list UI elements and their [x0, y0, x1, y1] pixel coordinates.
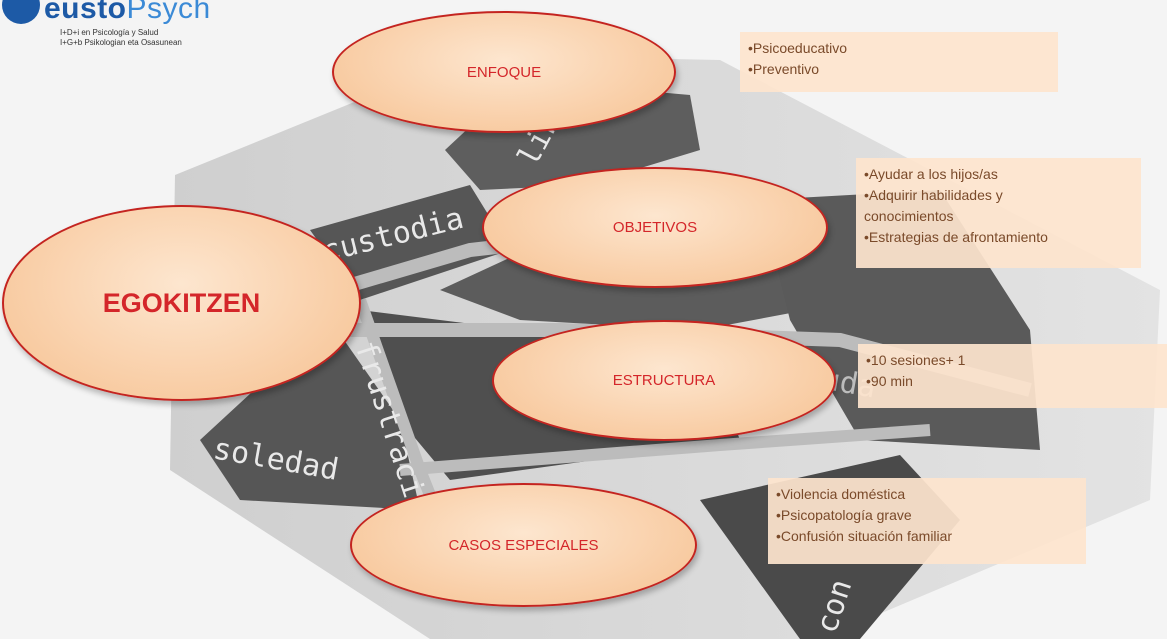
list-item: •Preventivo — [748, 61, 820, 77]
node-objetivos: OBJETIVOS — [482, 167, 828, 288]
node-enfoque: ENFOQUE — [332, 11, 676, 133]
node-estructura: ESTRUCTURA — [492, 320, 836, 441]
logo-mark-icon — [2, 0, 40, 24]
list-item: conocimientos — [864, 208, 954, 224]
list-item: •90 min — [866, 373, 913, 389]
center-node-egokitzen: EGOKITZEN — [2, 205, 361, 401]
node-label-enfoque: ENFOQUE — [466, 63, 542, 81]
info-box-estructura: •10 sesiones+ 1 •90 min — [858, 344, 1167, 408]
node-label-casos-especiales: CASOS ESPECIALES — [448, 536, 599, 554]
info-box-casos-especiales: •Violencia doméstica •Psicopatología gra… — [768, 478, 1086, 564]
deustopsych-logo: eustoPsych I+D+i en Psicología y Salud I… — [0, 0, 270, 48]
logo-name: eustoPsych — [44, 0, 211, 25]
list-item: •Psicoeducativo — [748, 40, 848, 56]
node-label-estructura: ESTRUCTURA — [612, 372, 716, 389]
node-label-objetivos: OBJETIVOS — [612, 219, 698, 236]
list-item: •Ayudar a los hijos/as — [864, 166, 998, 182]
center-label: EGOKITZEN — [102, 287, 261, 318]
list-item: •Adquirir habilidades y — [864, 187, 1003, 203]
list-item: •10 sesiones+ 1 — [866, 352, 966, 368]
list-item: •Confusión situación familiar — [776, 528, 953, 544]
list-item: •Estrategias de afrontamiento — [864, 229, 1048, 245]
info-box-objetivos: •Ayudar a los hijos/as •Adquirir habilid… — [856, 158, 1141, 268]
logo-tagline-2: I+G+b Psikologian eta Osasunean — [60, 38, 182, 47]
list-item: •Violencia doméstica — [776, 486, 906, 502]
node-casos-especiales: CASOS ESPECIALES — [350, 483, 697, 607]
logo-tagline-1: I+D+i en Psicología y Salud — [60, 28, 159, 37]
list-item: •Psicopatología grave — [776, 507, 912, 523]
info-box-enfoque: •Psicoeducativo •Preventivo — [740, 32, 1058, 92]
